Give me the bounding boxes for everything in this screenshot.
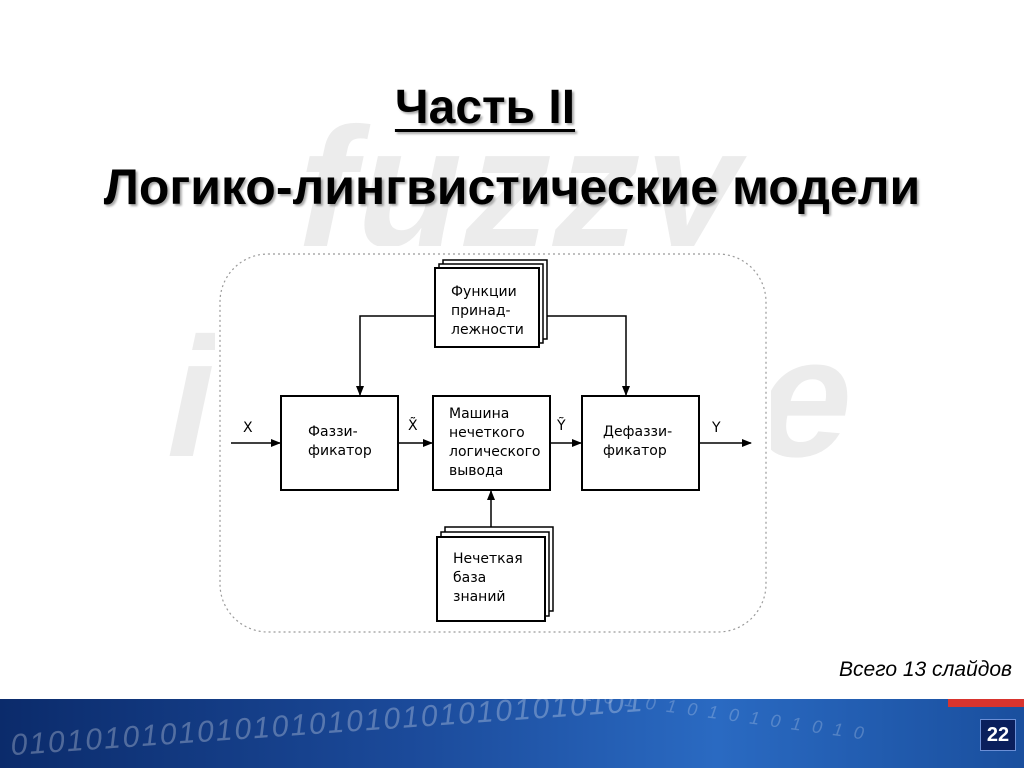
inference-line-4: вывода bbox=[449, 463, 503, 479]
membership-line-3: лежности bbox=[451, 322, 524, 338]
fuzzifier-line-2: фикатор bbox=[308, 443, 372, 459]
fuzzy-x-label: X̃ bbox=[408, 417, 418, 434]
input-x-label: X bbox=[243, 420, 253, 436]
defuzzifier-line-1: Дефаззи- bbox=[603, 424, 672, 440]
part-title-text: Часть II bbox=[394, 81, 576, 134]
knowledge-line-2: база bbox=[453, 570, 486, 586]
fuzzy-system-diagram: Функции принад- лежности Фаззи- фикатор … bbox=[215, 246, 771, 636]
membership-line-2: принад- bbox=[451, 303, 511, 319]
defuzzifier-line-2: фикатор bbox=[603, 443, 667, 459]
defuzzifier-block: Дефаззи- фикатор bbox=[581, 395, 700, 491]
inference-line-2: нечеткого bbox=[449, 425, 525, 441]
inference-line-1: Машина bbox=[449, 406, 509, 422]
inference-line-3: логического bbox=[449, 444, 541, 460]
fuzzifier-block: Фаззи- фикатор bbox=[280, 395, 399, 491]
footer-binary-pattern: 0101010101010101010101010101010101 bbox=[9, 699, 646, 763]
output-y-label: Y bbox=[711, 420, 721, 436]
fuzzifier-line-1: Фаззи- bbox=[308, 424, 358, 440]
page-number-badge: 22 bbox=[980, 719, 1016, 751]
inference-engine-block: Машина нечеткого логического вывода bbox=[432, 395, 551, 491]
knowledge-base-block: Нечеткая база знаний bbox=[436, 526, 554, 622]
knowledge-line-1: Нечеткая bbox=[453, 551, 523, 567]
part-title: Часть II bbox=[0, 80, 970, 135]
knowledge-line-3: знаний bbox=[453, 589, 506, 605]
slide-subtitle: Логико-лингвистические модели bbox=[103, 159, 921, 215]
system-boundary bbox=[219, 253, 767, 633]
footer-red-accent bbox=[948, 699, 1024, 707]
membership-line-1: Функции bbox=[451, 284, 517, 300]
membership-to-defuzzifier-arrow bbox=[547, 315, 630, 396]
total-slides-label: Всего 13 слайдов bbox=[839, 658, 1012, 681]
membership-functions-block: Функции принад- лежности bbox=[434, 259, 548, 348]
footer-banner: 0101010101010101010101010101010101 1 0 1… bbox=[0, 699, 1024, 768]
membership-to-fuzzifier-arrow bbox=[356, 315, 435, 396]
fuzzy-y-label: Ỹ bbox=[556, 417, 566, 434]
